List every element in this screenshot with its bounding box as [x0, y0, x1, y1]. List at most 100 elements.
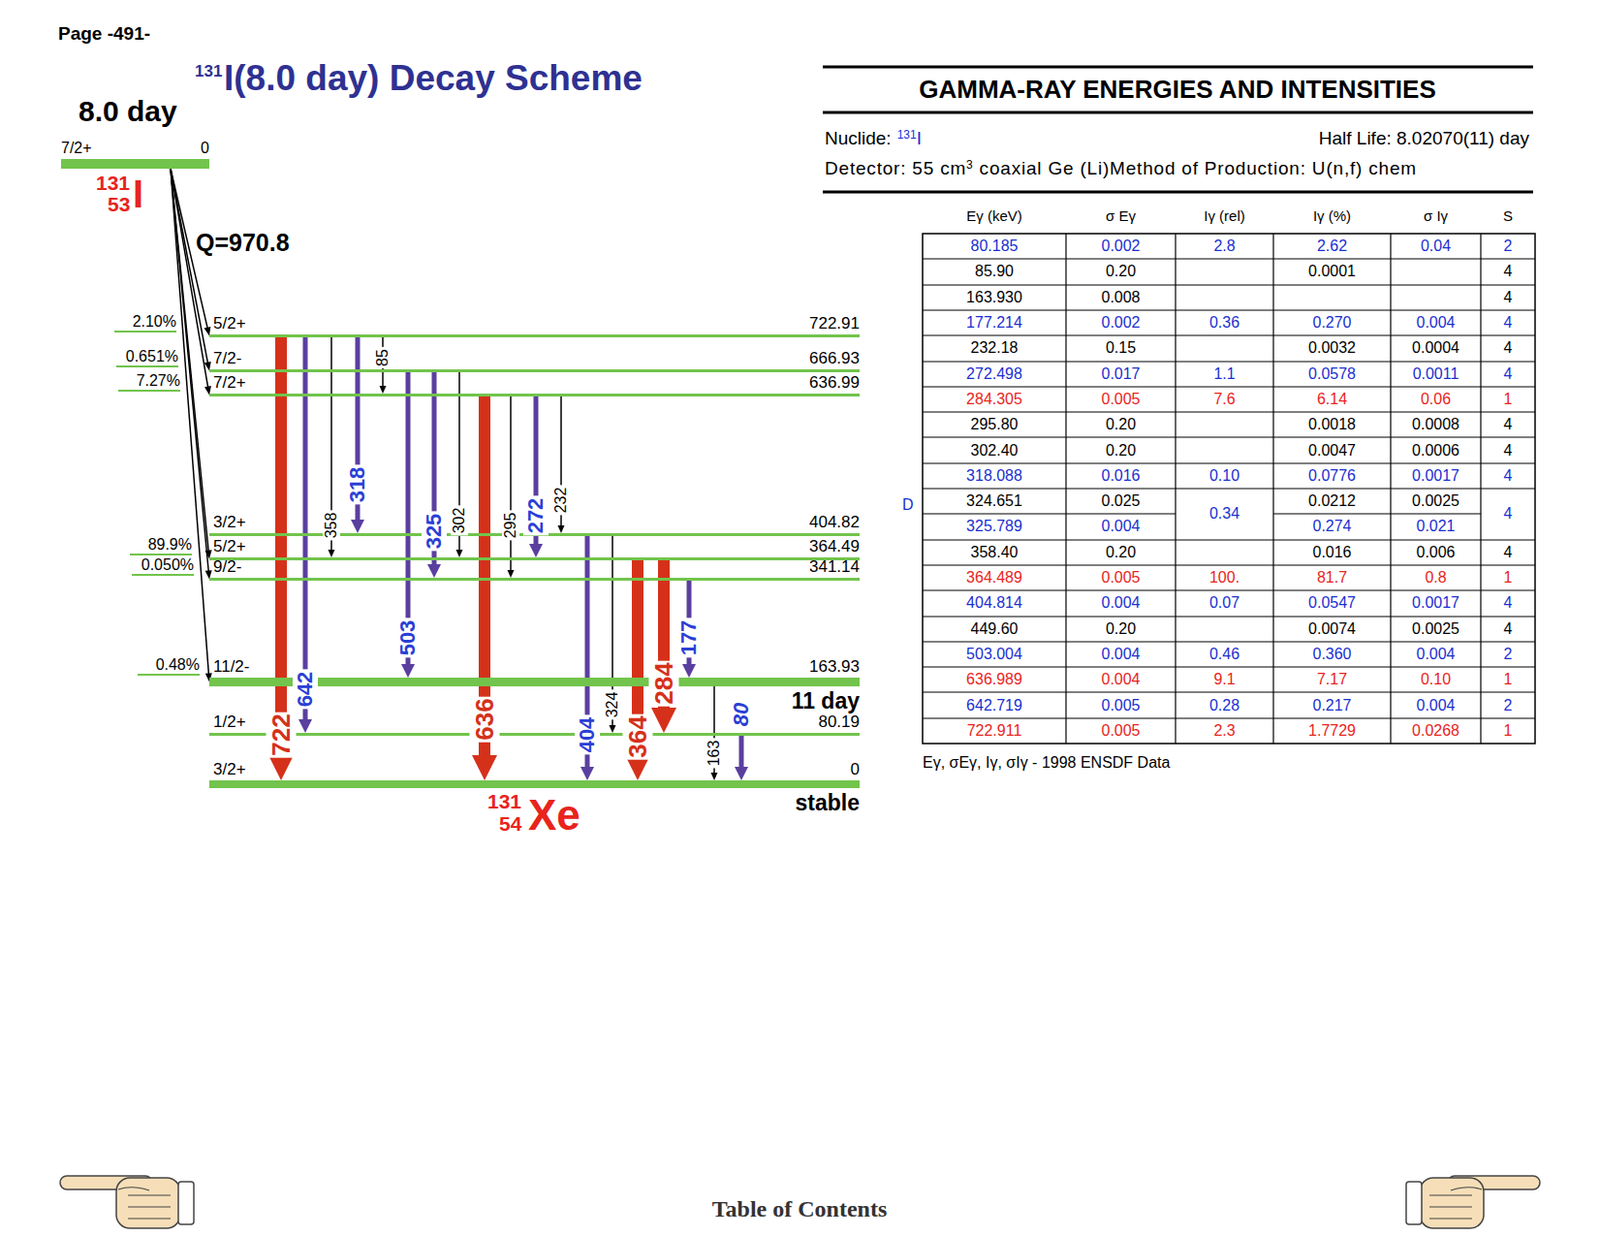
arrowhead	[427, 564, 441, 578]
table-cell: 2	[1504, 645, 1513, 663]
energy-level: 2.10%5/2+722.91	[209, 314, 860, 338]
arrowhead	[558, 525, 565, 534]
table-cell: 0.20	[1105, 441, 1136, 460]
nuclide-symbol: I	[916, 127, 922, 150]
table-cell: 0.025	[1100, 492, 1140, 510]
table-cell: 0.0032	[1308, 339, 1356, 357]
table-cell: 0.10	[1420, 670, 1451, 689]
gamma-energy-label: 232	[552, 485, 570, 516]
arrowhead	[529, 543, 543, 558]
table-cell: 0.0578	[1308, 365, 1356, 383]
level-energy: 636.99	[809, 373, 860, 393]
gamma-energy-label: 324	[603, 690, 622, 721]
table-cell: 7.17	[1317, 670, 1348, 689]
element-symbol: I	[132, 172, 144, 217]
spin-parity: 5/2+	[213, 313, 247, 334]
spin-parity: 7/2+	[61, 139, 93, 157]
table-cell: 1	[1504, 390, 1513, 408]
table-cell: 0.04	[1420, 237, 1451, 255]
table-cell: 163.930	[966, 288, 1023, 307]
table-cell: 0.34	[1209, 504, 1240, 523]
transition-line	[275, 336, 287, 758]
table-cell: 0.005	[1100, 390, 1140, 408]
arrowhead	[734, 766, 749, 781]
table-cell: 1.7729	[1308, 721, 1356, 740]
arrowhead	[268, 754, 294, 781]
table-grid	[922, 615, 1536, 617]
energy-level: 1/2+80.19	[209, 713, 860, 736]
table-cell: 4	[1504, 415, 1513, 434]
arrowhead	[580, 766, 595, 781]
table-cell: 503.004	[966, 645, 1023, 663]
table-cell: 1	[1504, 721, 1513, 740]
table-cell: 0.20	[1105, 620, 1136, 638]
table-rule	[822, 65, 1534, 69]
atomic-number: 53	[107, 192, 130, 217]
table-cell: 0.006	[1415, 543, 1455, 562]
table-cell: 1	[1504, 568, 1513, 587]
page-number: Page -491-	[58, 23, 151, 45]
atomic-number: 54	[499, 812, 522, 836]
table-cell: 0.8	[1424, 568, 1446, 587]
table-cell: 0.0008	[1411, 415, 1460, 434]
table-cell: 232.18	[971, 339, 1019, 357]
hand-thumb	[1450, 1187, 1482, 1191]
table-cell: 0.270	[1312, 313, 1351, 332]
table-cell: 0.217	[1312, 696, 1351, 715]
table-cell: 722.911	[967, 721, 1023, 740]
table-cell: 0.20	[1105, 543, 1136, 562]
table-cell: 7.6	[1213, 390, 1235, 408]
table-cell: 2.62	[1317, 237, 1348, 255]
table-cell: 2.3	[1213, 721, 1235, 740]
pointing-hand	[1406, 1175, 1540, 1228]
table-cell: 0.0025	[1411, 620, 1460, 638]
table-cell: 4	[1504, 313, 1513, 332]
hand-cuff	[178, 1181, 194, 1224]
table-cell: 0.0547	[1308, 594, 1356, 612]
arrowhead	[471, 754, 498, 781]
table-cell: 0.0006	[1411, 441, 1460, 460]
half-life-label: 8.0 day	[78, 94, 178, 128]
text-row: Detector: 55 cm3coaxial Ge (Li)Method of…	[824, 157, 1417, 180]
gamma-transition	[734, 734, 749, 782]
table-cell: 4	[1504, 339, 1513, 357]
hand-knuckles	[1429, 1194, 1473, 1219]
gamma-energy-label: 636	[470, 695, 501, 742]
detector-info: Detector: 55 cm	[824, 157, 967, 180]
column-header: S	[1503, 207, 1513, 224]
table-cell: 0.016	[1100, 467, 1140, 485]
level-energy: 404.82	[809, 512, 860, 533]
table-grid	[1273, 512, 1481, 514]
gamma-energy-label: 722	[266, 711, 297, 757]
gamma-transition	[651, 559, 677, 734]
table-cell: 0.06	[1420, 390, 1451, 408]
gamma-energy-label: 272	[523, 496, 549, 536]
table-cell: 0.005	[1100, 721, 1140, 740]
table-cell: 0.004	[1415, 696, 1455, 715]
arrowhead	[456, 549, 464, 558]
table-cell: 0.004	[1100, 645, 1140, 663]
navigation-link: Table of Contents	[712, 1195, 887, 1223]
table-cell: 0.0025	[1411, 492, 1460, 510]
column-header: σ Eγ	[1105, 207, 1136, 224]
gamma-energy-label: 302	[450, 505, 469, 536]
table-cell: 2	[1504, 237, 1513, 255]
table-cell: 2	[1504, 696, 1513, 715]
column-header: Iγ (rel)	[1203, 207, 1246, 224]
table-cell: 0.0017	[1411, 467, 1460, 485]
table-grid	[922, 690, 1536, 692]
parent-level: 8.0 day7/2+0	[61, 94, 210, 169]
footnote: Eγ, σEγ, Iγ, σIγ - 1998 ENSDF Data	[922, 753, 1170, 772]
table-cell: 0.0212	[1308, 492, 1356, 510]
table-rule	[822, 190, 1534, 194]
gamma-transition	[507, 395, 515, 579]
detector-info: coaxial Ge (Li)	[979, 157, 1111, 180]
beta-branch-percent: 7.27%	[118, 372, 181, 392]
table-cell: 4	[1504, 620, 1513, 638]
gamma-energy-label: 318	[345, 465, 371, 505]
column-header: Eγ (keV)	[966, 207, 1023, 224]
element-symbol: Xe	[528, 790, 581, 840]
beta-branch-percent: 0.050%	[131, 556, 194, 576]
arrowhead	[298, 719, 313, 733]
spin-parity: 5/2+	[213, 536, 247, 557]
